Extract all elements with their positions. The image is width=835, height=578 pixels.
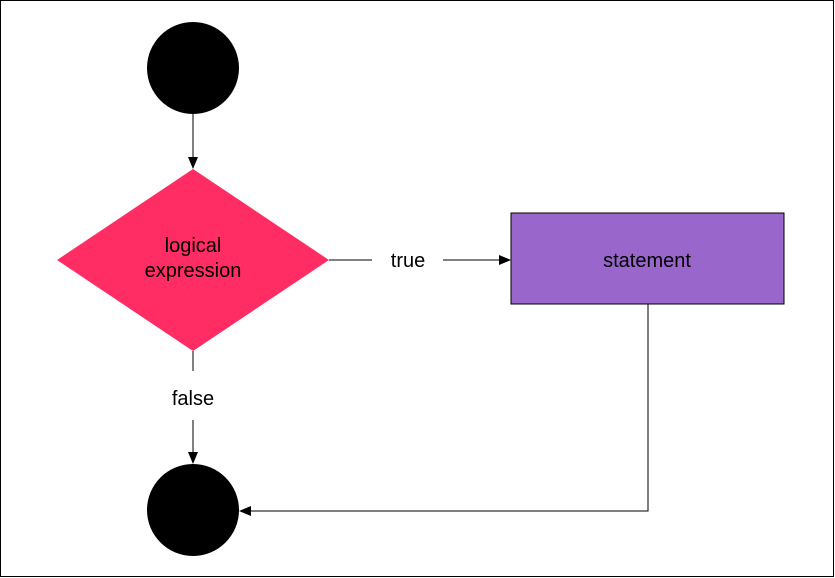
end-node — [147, 464, 239, 556]
statement-to-end-arrow — [239, 304, 649, 516]
true-label: true — [391, 250, 425, 272]
start-node — [147, 22, 239, 114]
decision-label-line2: expression — [145, 260, 242, 282]
statement-label: statement — [603, 250, 691, 272]
decision-diamond — [57, 169, 329, 351]
false-label: false — [172, 388, 214, 410]
decision-label-line1: logical — [165, 235, 222, 257]
